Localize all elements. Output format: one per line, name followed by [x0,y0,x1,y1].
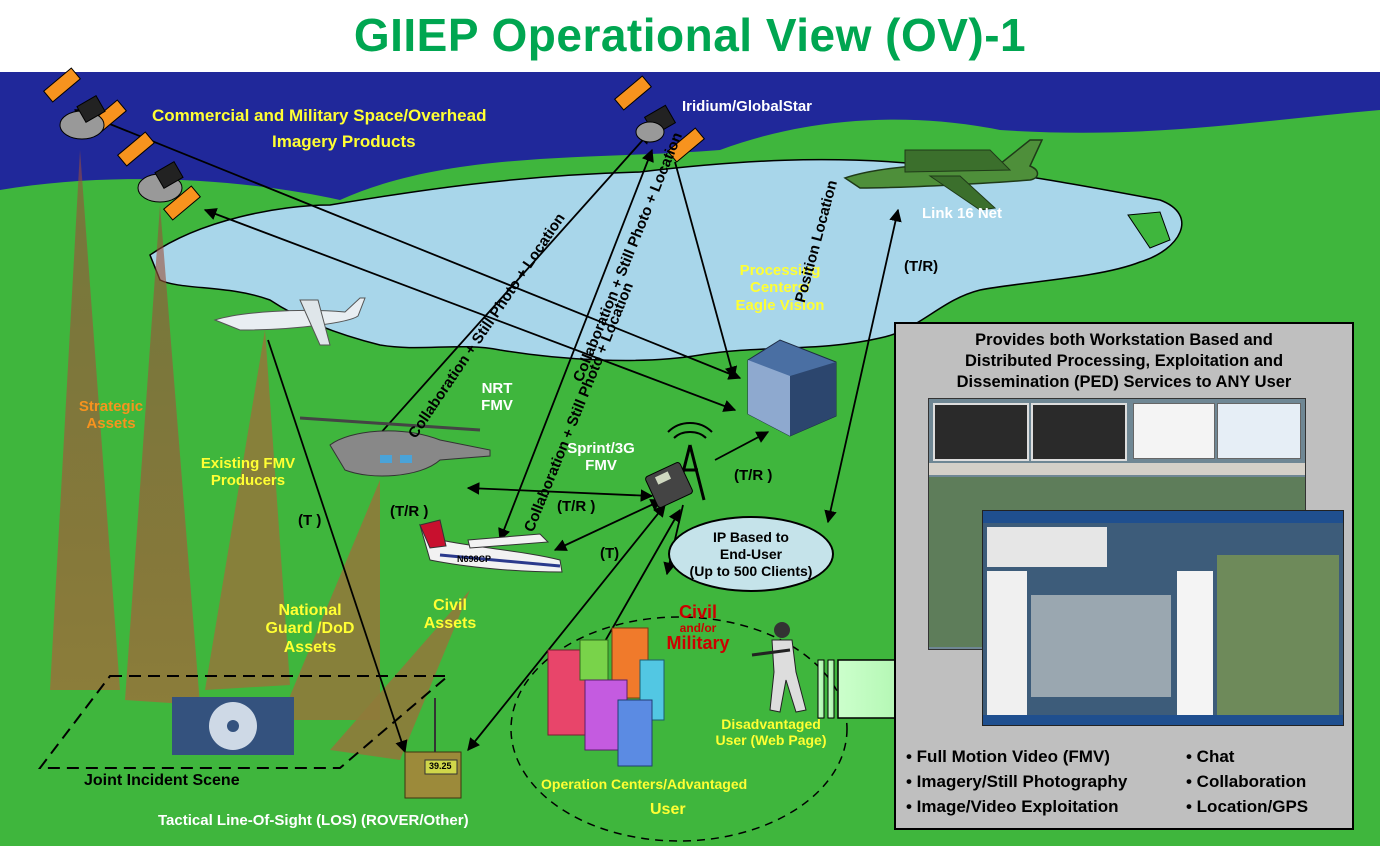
features-left-list: • Full Motion Video (FMV) • Imagery/Stil… [906,744,1127,819]
national-line-1: National [278,602,342,619]
tactical-los-label: Tactical Line-Of-Sight (LOS) (ROVER/Othe… [158,812,469,829]
existing-line-2: Producers [210,472,286,490]
t-left-label: (T ) [298,512,322,529]
cone-3 [205,330,290,690]
features-right-list: • Chat • Collaboration • Location/GPS [1186,744,1308,819]
feature-item: • Full Motion Video (FMV) [906,747,1110,766]
civil-assets-label: Civil Assets [412,597,488,634]
rover-display-text: 39.25 [429,761,452,771]
civil-assets-line-2: Assets [423,615,477,633]
processing-line-3: Eagle Vision [735,296,825,314]
tower-tr-label: (T/R ) [734,467,773,484]
software-screenshot-front [982,510,1344,726]
disadvantaged-user-label: Disadvantaged User (Web Page) [706,716,836,748]
t-mid-label: (T) [600,545,620,562]
user-zone-outline [510,616,848,842]
national-guard-label: National Guard /DoD Assets [262,602,358,657]
land-finger [1127,211,1171,249]
feature-item: • Chat [1186,747,1235,766]
feature-item: • Location/GPS [1186,797,1309,816]
existing-fmv-label: Existing FMV Producers [186,455,310,490]
feature-item: • Collaboration [1186,772,1307,791]
user-label: User [650,801,686,818]
cone-1 [50,150,120,690]
satellite-2-icon [117,131,201,221]
nrt-line: NRT [481,380,513,397]
feature-item: • Image/Video Exploitation [906,797,1119,816]
sprint-line-1: Sprint/3G [567,440,635,457]
link16-tr-label: (T/R) [904,258,939,275]
ip-based-line-1: IP Based to [713,528,789,545]
panel-heading-line-1: Provides both Workstation Based and [975,331,1273,349]
processing-line-2: Centers/ [749,279,811,297]
ip-based-line-2: End-User [719,545,783,562]
strategic-assets-label: Strategic Assets [74,398,148,433]
imagery-products-label: Imagery Products [272,132,416,151]
disadvantaged-line-1: Disadvantaged [721,716,821,732]
sprint-label: Sprint/3G FMV [553,440,649,475]
cone-2 [125,205,200,705]
existing-line-1: Existing FMV [200,455,296,472]
civil-mil-line-3: Military [666,633,730,654]
link16-label: Link 16 Net [922,205,1003,222]
civil-mil-line-1: Civil [678,602,717,622]
panel-heading: Provides both Workstation Based and Dist… [896,330,1352,393]
strategic-line-2: Assets [86,415,136,433]
civil-military-label: Civil and/or Military [660,603,736,653]
processing-centers-label: Processing Centers/ Eagle Vision [730,262,830,314]
ip-based-line-3: (Up to 500 Clients) [689,562,813,579]
link-arrows [73,108,902,754]
plane-tail-text: N698CP [457,554,492,564]
cell-tower-icon [667,422,713,501]
cone-4 [280,480,380,720]
panel-heading-line-2: Distributed Processing, Exploitation and [964,352,1284,370]
satellite-1-icon [43,67,127,140]
national-line-2: Guard /DoD [265,620,355,638]
nrt-fmv-label: NRT FMV [477,380,517,415]
commercial-military-label: Commercial and Military Space/Overhead [152,106,487,125]
heli-tr-label: (T/R ) [390,503,429,520]
processing-line-1: Processing [739,262,821,279]
helicopter-icon [299,416,491,477]
satellite-phone-icon [645,462,693,508]
rover-device-icon [404,698,462,799]
incident-scene-outline [37,675,451,769]
diagram-title: GIIEP Operational View (OV)-1 [353,9,1027,61]
soldier-icon [751,622,807,713]
plane-tr-label: (T/R ) [557,498,596,515]
iridium-label: Iridium/GlobalStar [682,98,813,115]
feature-item: • Imagery/Still Photography [906,772,1128,791]
processing-center-building-icon [747,339,837,437]
civil-assets-line-1: Civil [433,597,467,614]
satellite-3-icon [614,75,705,163]
sprint-line-2: FMV [585,457,617,475]
fmv-line: FMV [481,397,513,415]
civil-mil-line-2: and/or [679,620,717,635]
national-line-3: Assets [283,638,337,656]
uav-icon [213,297,366,346]
operation-centers-label: Operation Centers/Advantaged [541,776,748,792]
city-buildings-icon [547,627,665,767]
ip-based-bubble: IP Based to End-User (Up to 500 Clients) [668,516,834,592]
ped-services-panel: Provides both Workstation Based and Dist… [894,322,1354,830]
c130-aircraft-icon [843,139,1044,211]
cessna-plane-icon [419,519,563,573]
joint-incident-label: Joint Incident Scene [84,772,240,789]
disadvantaged-line-2: User (Web Page) [715,732,827,749]
strategic-line-1: Strategic [78,398,144,415]
panel-heading-line-3: Dissemination (PED) Services to ANY User [956,373,1292,391]
